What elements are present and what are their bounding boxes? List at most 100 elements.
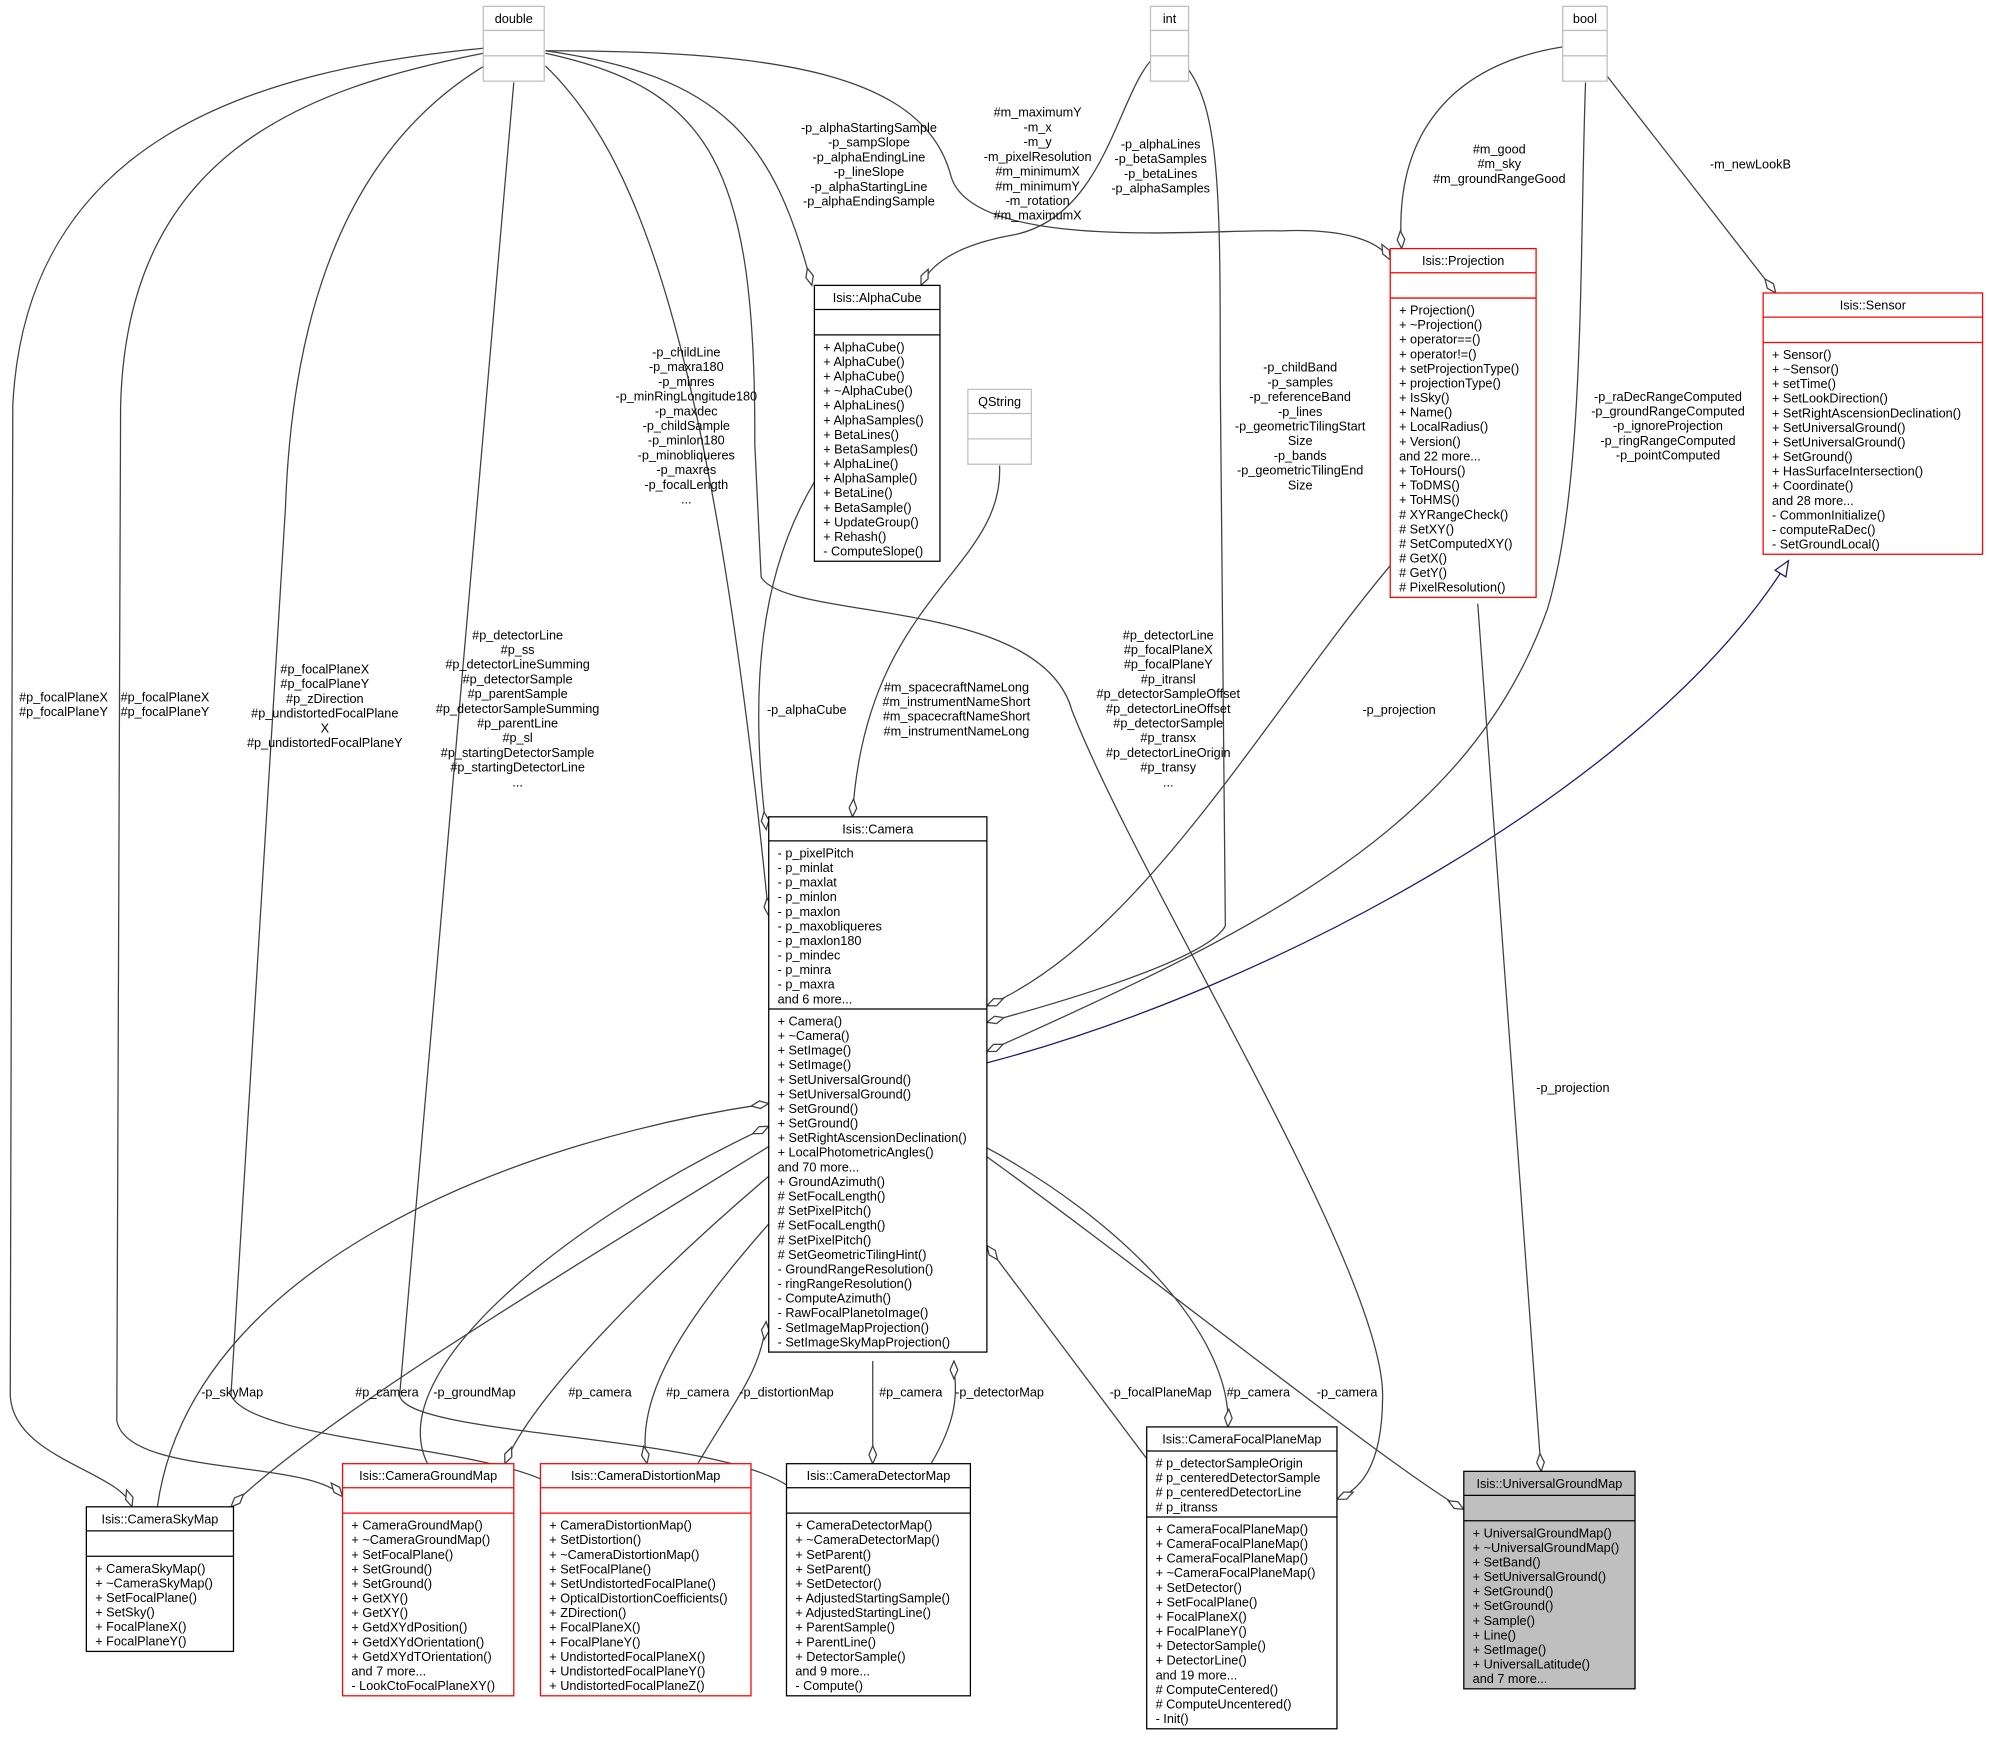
class-attribute: - p_pixelPitch	[778, 846, 854, 860]
class-method: + DetectorSample()	[1156, 1639, 1266, 1653]
class-method: + FocalPlaneY()	[1156, 1625, 1247, 1639]
class-name: Isis::CameraDistortionMap	[571, 1469, 720, 1483]
class-method: + GroundAzimuth()	[778, 1175, 885, 1189]
edge-label: -p_maxdec	[655, 404, 718, 418]
aggregation-line	[545, 65, 768, 916]
class-box	[1149, 5, 1190, 82]
edge-label: #m_sky	[1477, 157, 1521, 171]
collaboration-edge	[545, 50, 811, 286]
class-node-skymap[interactable]: Isis::CameraSkyMap+ CameraSkyMap()+ ~Cam…	[85, 1506, 235, 1653]
edge-label: #p_focalPlaneX	[121, 690, 210, 704]
collaboration-edge	[398, 82, 802, 1499]
collaboration-edge	[545, 50, 1390, 260]
aggregation-line	[1477, 603, 1541, 1472]
class-method: and 22 more...	[1399, 449, 1481, 463]
class-node-focalplanemap[interactable]: Isis::CameraFocalPlaneMap# p_detectorSam…	[1146, 1426, 1338, 1730]
class-method: + SetParent()	[795, 1562, 871, 1576]
edges-layer	[9, 46, 1788, 1509]
collaboration-edge	[1606, 75, 1776, 293]
class-method: + CameraFocalPlaneMap()	[1156, 1552, 1308, 1566]
aggregation-line	[398, 82, 802, 1499]
class-attribute: - p_maxobliqueres	[778, 919, 882, 933]
class-box	[813, 284, 941, 562]
class-node-sensor[interactable]: Isis::Sensor+ Sensor()+ ~Sensor()+ setTi…	[1762, 292, 1984, 555]
class-node-projection[interactable]: Isis::Projection+ Projection()+ ~Project…	[1389, 247, 1537, 599]
class-method: + ~Sensor()	[1772, 363, 1839, 377]
class-method: - RawFocalPlanetoImage()	[778, 1306, 929, 1320]
edge-label: #p_focalPlaneY	[121, 705, 210, 719]
edge-label: -p_pointComputed	[1616, 449, 1720, 463]
class-method: + BetaSamples()	[823, 442, 918, 456]
edge-label: -p_focalPlaneMap	[1110, 1385, 1212, 1399]
edge-label: -p_alphaSamples	[1111, 182, 1210, 196]
edge-label: -p_lines	[1278, 405, 1322, 419]
edge-label: -p_groundMap	[433, 1385, 515, 1399]
class-attribute: and 6 more...	[778, 992, 853, 1006]
class-node-universalgroundmap[interactable]: Isis::UniversalGroundMap+ UniversalGroun…	[1463, 1470, 1636, 1690]
edge-label: -p_alphaEndingLine	[813, 150, 926, 164]
aggregation-line	[545, 52, 1384, 1499]
class-method: + DetectorLine()	[1156, 1654, 1247, 1668]
class-name: Isis::CameraDetectorMap	[807, 1469, 951, 1483]
edge-label: #p_detectorSampleSumming	[436, 702, 599, 716]
class-method: + SetFocalPlane()	[549, 1562, 651, 1576]
class-method: + SetImage()	[778, 1058, 852, 1072]
edge-label: #p_startingDetectorSample	[441, 746, 595, 760]
class-node-bool[interactable]: bool	[1562, 5, 1608, 82]
aggregation-line	[852, 465, 1001, 816]
edge-label: #p_detectorSample	[463, 672, 573, 686]
class-method: - GroundRangeResolution()	[778, 1262, 934, 1276]
class-method: # GetY()	[1399, 566, 1447, 580]
class-method: + IsSky()	[1399, 391, 1449, 405]
class-method: # SetComputedXY()	[1399, 537, 1512, 551]
edge-label: -p_alphaStartingSample	[801, 121, 937, 135]
class-node-alphacube[interactable]: Isis::AlphaCube+ AlphaCube()+ AlphaCube(…	[813, 284, 941, 562]
class-name: Isis::Camera	[842, 822, 914, 836]
edge-label: -p_groundRangeComputed	[1591, 405, 1745, 419]
class-node-qstring[interactable]: QString	[967, 388, 1032, 465]
class-node-distortionmap[interactable]: Isis::CameraDistortionMap+ CameraDistort…	[539, 1463, 752, 1697]
class-method: + ~CameraDetectorMap()	[795, 1533, 939, 1547]
edge-label: -m_rotation	[1006, 194, 1070, 208]
class-method: + SetFocalPlane()	[1156, 1595, 1258, 1609]
class-attribute: - p_maxra	[778, 978, 836, 992]
class-method: + SetUniversalGround()	[1772, 421, 1905, 435]
class-node-groundmap[interactable]: Isis::CameraGroundMap+ CameraGroundMap()…	[341, 1463, 515, 1697]
edge-label: Size	[1288, 434, 1313, 448]
class-method: + DetectorSample()	[795, 1650, 905, 1664]
edge-label: #p_camera	[666, 1385, 730, 1399]
aggregation-line	[987, 565, 1391, 1006]
collaboration-edge	[921, 60, 1151, 286]
class-method: + ~CameraFocalPlaneMap()	[1156, 1566, 1316, 1580]
class-method: # ComputeUncentered()	[1156, 1697, 1292, 1711]
class-node-detectormap[interactable]: Isis::CameraDetectorMap+ CameraDetectorM…	[785, 1463, 972, 1697]
edge-label: ...	[681, 493, 692, 507]
edge-label: #p_focalPlaneY	[280, 677, 369, 691]
edge-label: -p_projection	[1362, 703, 1435, 717]
class-method: + ~CameraSkyMap()	[95, 1576, 213, 1590]
edge-label: #p_sl	[502, 731, 532, 745]
class-node-camera[interactable]: Isis::Camera- p_pixelPitch- p_minlat- p_…	[768, 816, 988, 1353]
edge-label: -p_skyMap	[201, 1385, 263, 1399]
edge-label: -p_childSample	[643, 419, 730, 433]
edge-label: #p_transy	[1140, 761, 1196, 775]
aggregation-line	[1401, 46, 1563, 249]
class-method: + FocalPlaneX()	[95, 1620, 186, 1634]
class-method: + SetGround()	[778, 1102, 859, 1116]
collaboration-edge	[987, 565, 1391, 1006]
edge-label: -p_ignoreProjection	[1613, 419, 1723, 433]
class-method: + SetSky()	[95, 1606, 155, 1620]
aggregation-line	[116, 52, 484, 1496]
class-method: + CameraDistortionMap()	[549, 1519, 692, 1533]
class-method: + FocalPlaneX()	[549, 1621, 640, 1635]
class-method: + FocalPlaneY()	[95, 1635, 186, 1649]
edge-label: #m_good	[1473, 142, 1526, 156]
class-method: - ringRangeResolution()	[778, 1277, 913, 1291]
class-method: + ToDMS()	[1399, 479, 1460, 493]
class-node-int[interactable]: int	[1149, 5, 1190, 82]
edge-label: -p_alphaCube	[767, 703, 847, 717]
aggregation-line	[545, 50, 1390, 260]
class-method: + OpticalDistortionCoefficients()	[549, 1592, 727, 1606]
class-node-double[interactable]: double	[482, 5, 545, 82]
edge-label: -p_alphaEndingSample	[803, 194, 935, 208]
